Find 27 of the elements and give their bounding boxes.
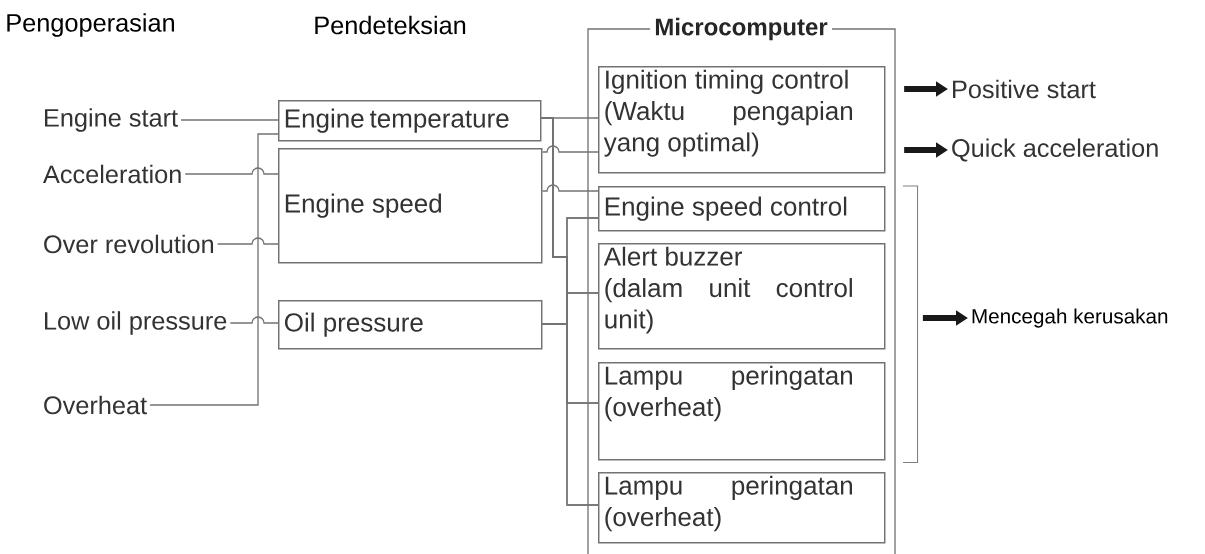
text-label: Positive start [953,79,1096,99]
process-box: Engine speed [278,148,543,264]
text-label: Mencegah kerusakan [972,308,1168,328]
bracket [902,185,919,464]
connector-line [229,316,279,324]
column-heading: Pendeteksian [315,15,466,35]
connector-line [184,167,279,175]
connector-line [149,133,279,406]
text-label: Quick acceleration [952,138,1158,162]
connector-line [217,237,279,245]
connector-line [541,184,599,192]
process-box: Oil pressure [278,300,543,350]
process-box: Engine speed control [598,186,886,232]
text-label: Acceleration [43,164,181,184]
connector-line [541,323,599,506]
text-label: Overheat [44,395,147,415]
process-box: Ignition timing control (Waktu pengapian yang optimal) [598,66,886,174]
text-label: Engine start [45,108,178,132]
connector-line [541,145,599,153]
connector-line [180,119,279,121]
process-box: Alert buzzer (dalam unit control unit) [598,243,886,350]
text-label: Over revolution [44,234,214,254]
process-box: Engine temperature [278,100,542,142]
process-box: Lampu peringatan (overheat) [598,472,886,544]
column-heading: Pengoperasian [7,13,174,37]
text-label: Low oil pressure [45,311,227,335]
process-box: Lampu peringatan (overheat) [598,362,886,461]
